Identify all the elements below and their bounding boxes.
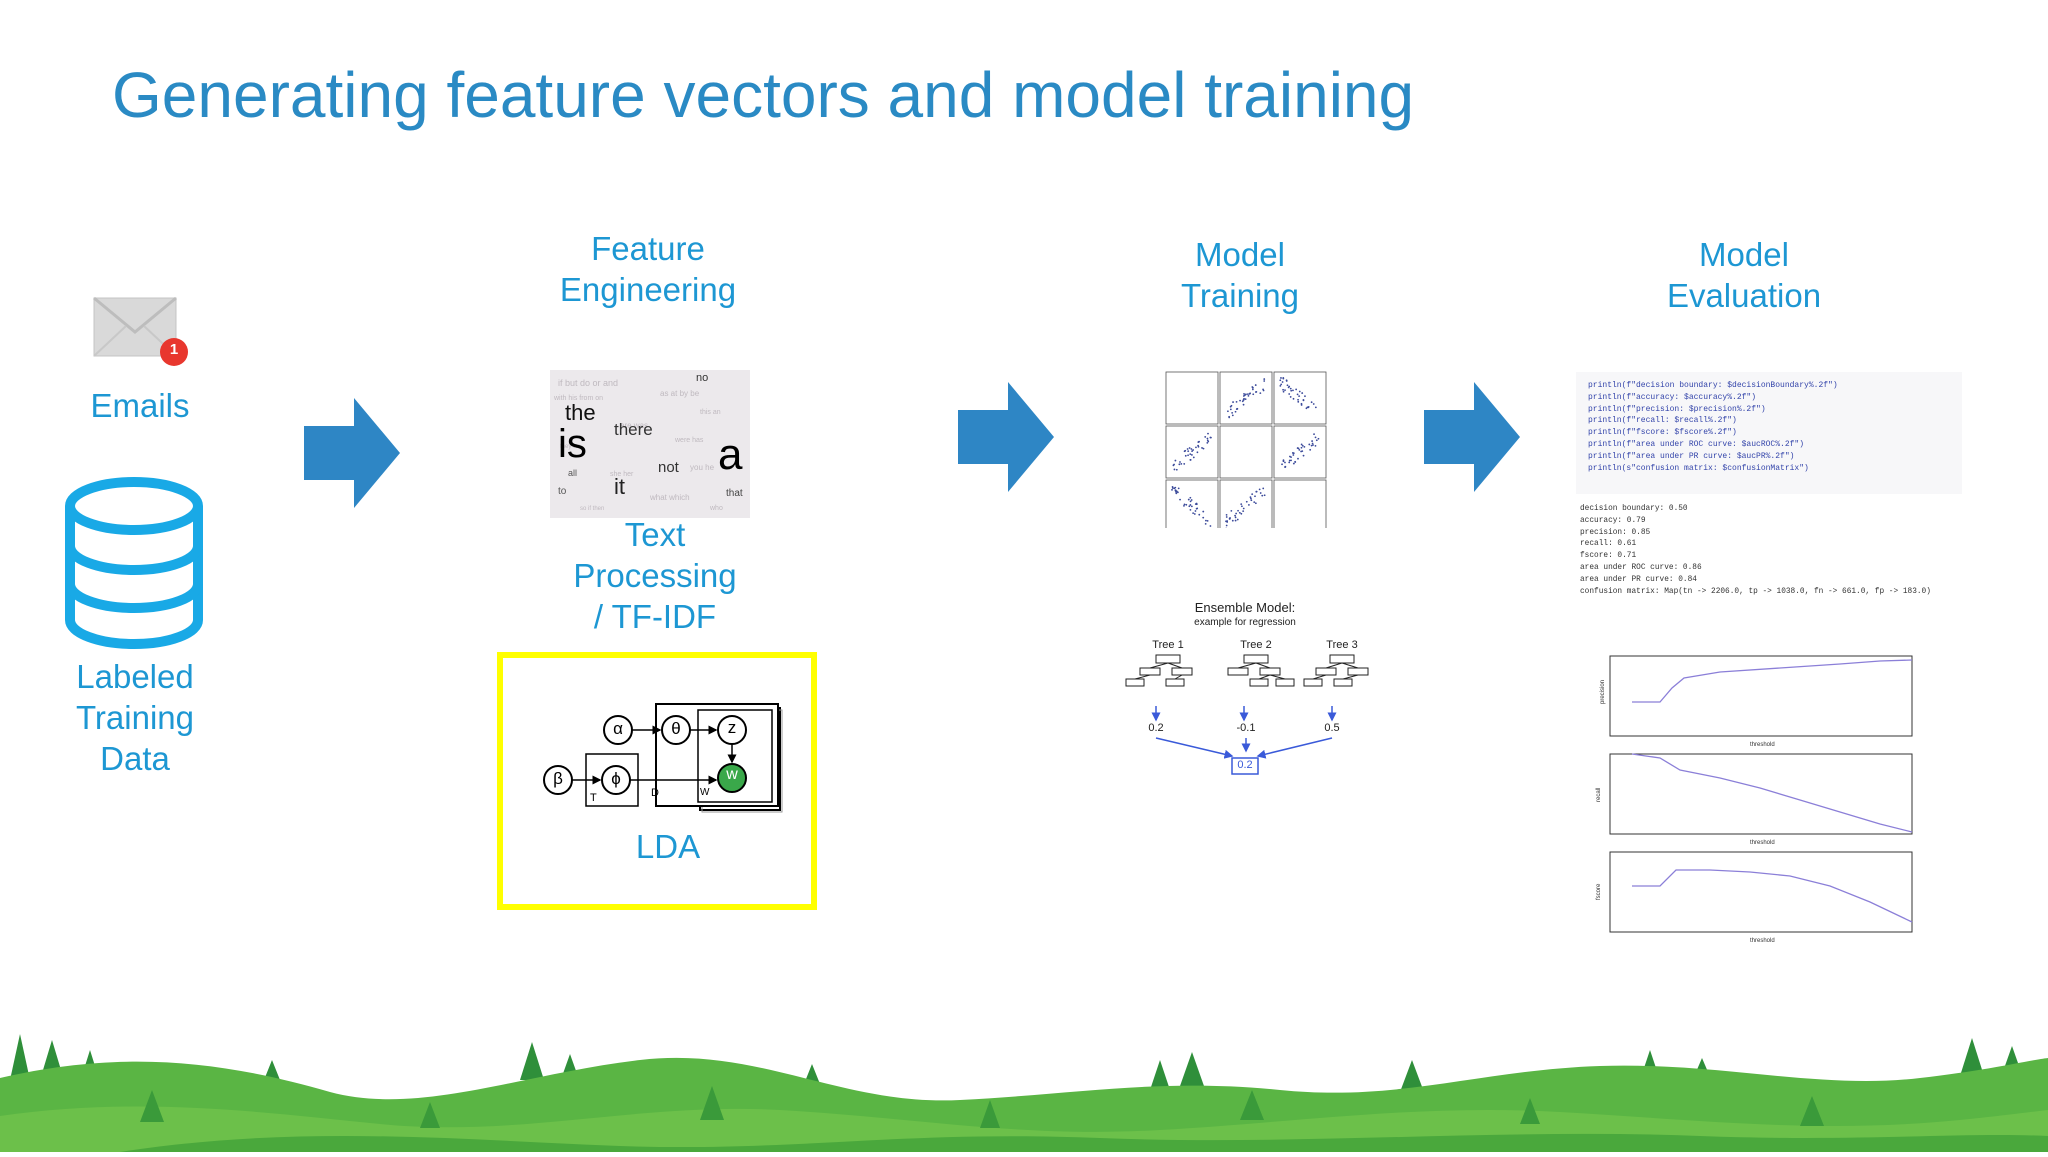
plate-label-t: T [590, 792, 597, 804]
arrow-right-icon [304, 398, 400, 508]
slide-title: Generating feature vectors and model tra… [112, 58, 1414, 132]
word-it: it [614, 474, 625, 500]
word-all: all [568, 468, 577, 478]
word-no: no [696, 372, 708, 384]
lda-label: LDA [568, 826, 768, 867]
lda-plate-diagram: α θ z w β ϕ T D W [536, 700, 786, 820]
scatter-matrix-plot [1158, 364, 1338, 528]
svg-text:were has: were has [674, 437, 704, 444]
model-evaluation-heading: Model Evaluation [1624, 234, 1864, 316]
svg-text:if but do or and: if but do or and [558, 378, 618, 388]
word-to: to [558, 486, 566, 497]
text-processing-label: Text Processing / TF-IDF [535, 514, 775, 637]
fscore-x-label: threshold [1750, 938, 1775, 944]
ensemble-model-diagram: Ensemble Model: example for regression T… [1120, 598, 1380, 784]
word-not: not [658, 459, 679, 476]
code-snippet: println(f"decision boundary: $decisionBo… [1576, 372, 1962, 494]
svg-text:so if then: so if then [580, 506, 604, 512]
svg-text:what which: what which [649, 493, 690, 502]
svg-text:as at by be: as at by be [660, 389, 700, 398]
beta-node: β [550, 769, 566, 789]
tree-3-value: 0.5 [1316, 722, 1348, 734]
arrow-right-icon [958, 382, 1054, 492]
arrow-right-icon [1424, 382, 1520, 492]
word-a: a [718, 430, 742, 480]
recall-axis-label: recall [1596, 788, 1602, 802]
forest-footer-decoration [0, 1020, 2048, 1152]
evaluation-output: decision boundary: 0.50 accuracy: 0.79 p… [1580, 504, 2000, 598]
tree-1-value: 0.2 [1140, 722, 1172, 734]
phi-node: ϕ [608, 769, 624, 789]
word-there: there [614, 420, 653, 440]
tree-2-value: -0.1 [1230, 722, 1262, 734]
recall-plot: recall threshold [1580, 748, 1920, 848]
model-training-heading: Model Training [1120, 234, 1360, 316]
word-that: that [726, 488, 743, 499]
alpha-node: α [610, 719, 626, 739]
labeled-training-data-label: Labeled Training Data [55, 656, 215, 779]
svg-text:who: who [709, 505, 723, 512]
emails-label: Emails [70, 385, 210, 426]
fscore-plot: fscore threshold [1580, 846, 1920, 946]
svg-text:you he: you he [690, 463, 715, 472]
precision-axis-label: precision [1600, 680, 1606, 704]
plate-label-w: W [700, 787, 709, 798]
fscore-axis-label: fscore [1596, 883, 1602, 900]
z-node: z [724, 718, 740, 738]
email-icon: 1 [92, 292, 188, 368]
svg-text:this an: this an [700, 409, 721, 416]
precision-plot: precision threshold [1580, 650, 1920, 750]
plate-label-d: D [651, 787, 659, 799]
database-icon [60, 474, 210, 654]
notification-badge: 1 [160, 341, 188, 358]
theta-node: θ [668, 719, 684, 739]
word-is: is [558, 422, 587, 467]
ensemble-result: 0.2 [1232, 759, 1258, 771]
w-node: w [724, 766, 740, 784]
feature-engineering-heading: Feature Engineering [520, 228, 776, 310]
word-cloud-image: if but do or and with his from on as at … [550, 370, 750, 518]
